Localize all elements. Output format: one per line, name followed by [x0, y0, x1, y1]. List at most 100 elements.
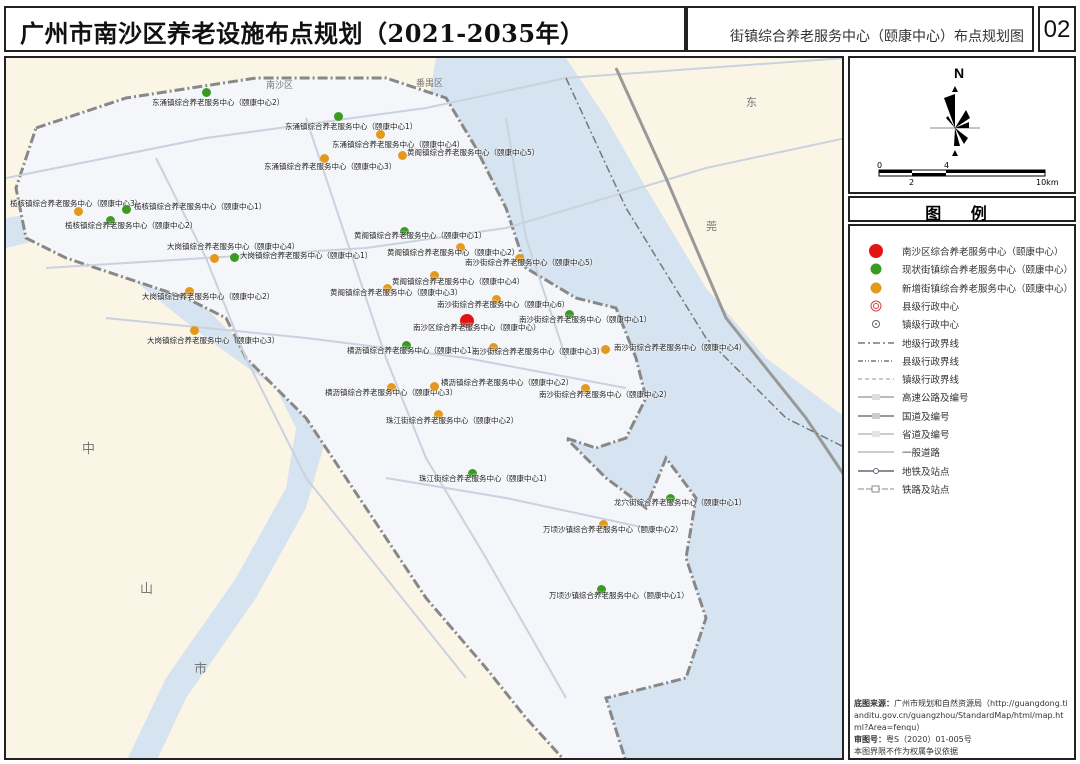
legend-label: 镇级行政界线 [902, 375, 960, 387]
legend-item: 铁路及站点 [850, 480, 1076, 498]
facility-label: 珠江街综合养老服务中心（颐康中心2） [386, 416, 519, 425]
place-name: 番禺区 [416, 79, 444, 89]
dash-dot-line-icon [858, 342, 894, 343]
existing-center-marker[interactable] [665, 493, 675, 503]
scale-bar: 0 4 2 10km [877, 161, 1059, 187]
facility-label: 横沥镇综合养老服务中心（颐康中心1） [347, 346, 480, 355]
facility-label: 南沙街综合养老服务中心（颐康中心2） [539, 390, 672, 399]
legend-title-panel: 图 例 [848, 196, 1076, 223]
legend-item: 国道及编号 [850, 407, 1076, 425]
new-center-marker[interactable] [184, 286, 194, 296]
new-center-marker[interactable] [386, 382, 396, 392]
legend-item: 现状街镇综合养老服务中心（颐康中心） [850, 260, 1076, 278]
facility-label: 大岗镇综合养老服务中心（颐康中心3） [147, 336, 280, 345]
facility-label: 东涌镇综合养老服务中心（颐康中心1） [285, 122, 418, 131]
facility-label: 榄核镇综合养老服务中心（颐康中心2） [65, 221, 198, 230]
map-canvas[interactable]: 东涌镇综合养老服务中心（颐康中心2） 东涌镇综合养老服务中心（颐康中心1） 东涌镇综… [4, 56, 844, 760]
facility-label: 南沙区综合养老服务中心（颐康中心） [413, 323, 541, 332]
existing-center-marker[interactable] [201, 87, 211, 97]
new-center-marker[interactable] [433, 409, 443, 419]
legend-item: 一般道路 [850, 443, 1076, 461]
scale-tick-2: 2 [909, 178, 914, 187]
facility-label: 黄阁镇综合养老服务中心（颐康中心3） [330, 288, 463, 297]
north-label: N [954, 65, 964, 81]
new-center-marker[interactable] [580, 383, 590, 393]
provincial-road-line-icon [858, 431, 894, 437]
facility-label: 万顷沙镇综合养老服务中心（颐康中心2） [543, 525, 683, 534]
dash-dot-dot-line-icon [858, 360, 894, 362]
new-center-marker[interactable] [382, 283, 392, 293]
map-base [6, 58, 842, 758]
existing-center-marker[interactable] [596, 584, 606, 594]
legend-label: 一般道路 [902, 448, 941, 460]
new-center-marker[interactable] [189, 325, 199, 335]
facility-label: 龙穴街综合养老服务中心（颐康中心1） [614, 498, 747, 507]
legend-label: 高速公路及编号 [902, 393, 969, 405]
map-title: 广州市南沙区养老设施布点规划（2021-2035年） [20, 19, 585, 48]
facility-label: 南沙街综合养老服务中心（颐康中心5） [465, 258, 598, 267]
new-center-marker[interactable] [598, 519, 608, 529]
facility-label: 南沙街综合养老服务中心（颐康中心3） [472, 347, 605, 356]
new-center-marker[interactable] [73, 206, 83, 216]
legend-item: 省道及编号 [850, 425, 1076, 443]
legend-item: 新增街镇综合养老服务中心（颐康中心） [850, 279, 1076, 297]
map-subtitle: 街镇综合养老服务中心（颐康中心）布点规划图 [730, 29, 1024, 45]
existing-center-marker[interactable] [333, 111, 343, 121]
existing-center-marker[interactable] [467, 468, 477, 478]
legend-label: 新增街镇综合养老服务中心（颐康中心） [902, 283, 1074, 295]
new-center-marker[interactable] [455, 242, 465, 252]
place-name: 莞 [706, 220, 717, 233]
legend-label: 省道及编号 [902, 430, 950, 441]
new-center-marker[interactable] [600, 344, 610, 354]
nansha-district-area [14, 76, 708, 758]
legend-label: 国道及编号 [902, 411, 950, 423]
facility-label: 大岗镇综合养老服务中心（颐康中心1） [240, 251, 373, 260]
existing-center-marker[interactable] [229, 252, 239, 262]
legend-label: 现状街镇综合养老服务中心（颐康中心） [902, 265, 1074, 277]
dongguan-boundary [565, 77, 842, 447]
place-name: 南沙区 [266, 81, 294, 91]
place-name: 中 [82, 442, 96, 457]
facility-label: 大岗镇综合养老服务中心（颐康中心2） [142, 292, 275, 301]
new-center-marker[interactable] [491, 294, 501, 304]
facility-label: 榄核镇综合养老服务中心（颐康中心1） [134, 202, 267, 211]
new-center-marker[interactable] [319, 153, 329, 163]
new-center-marker[interactable] [429, 270, 439, 280]
north-arrow-icon: N [930, 65, 980, 156]
facility-label: 黄阁镇综合养老服务中心（颐康中心4） [392, 277, 525, 286]
scale-tick-4: 4 [944, 161, 949, 170]
new-center-marker[interactable] [514, 253, 524, 263]
legend-label: 南沙区综合养老服务中心（颐康中心） [902, 247, 1064, 258]
district-center-marker[interactable] [460, 314, 474, 328]
existing-center-marker[interactable] [399, 226, 409, 236]
place-name: 东 [746, 96, 757, 109]
existing-center-marker[interactable] [105, 215, 115, 225]
railway-line [614, 67, 842, 475]
road-line-icon [858, 451, 894, 454]
legend-item: 镇级行政界线 [850, 370, 1076, 388]
facility-label: 东涌镇综合养老服务中心（颐康中心2） [152, 98, 285, 107]
new-center-marker[interactable] [375, 129, 385, 139]
expressway-line-icon [858, 394, 894, 401]
new-center-marker[interactable] [488, 342, 498, 352]
existing-center-marker[interactable] [121, 204, 131, 214]
railway-line-icon [858, 485, 894, 493]
new-center-marker[interactable] [397, 150, 407, 160]
new-center-marker[interactable] [429, 381, 439, 391]
facility-label: 黄阁镇综合养老服务中心（颐康中心2） [387, 248, 520, 257]
existing-center-marker[interactable] [401, 340, 411, 350]
disclaimer: 本图界限不作为权属争议依据 [854, 747, 958, 756]
legend-title: 图 例 [925, 204, 999, 223]
facility-label: 东涌镇综合养老服务中心（颐康中心3） [264, 162, 397, 171]
legend-label: 地铁及站点 [902, 466, 950, 478]
compass-scale-panel: N 0 4 2 10km [848, 56, 1076, 194]
legend-label: 镇级行政中心 [902, 320, 960, 332]
existing-center-marker[interactable] [564, 309, 574, 319]
approval-label: 审图号： [854, 735, 886, 744]
legend-item: 地铁及站点 [850, 462, 1076, 480]
facility-label: 大岗镇综合养老服务中心（颐康中心4） [167, 242, 300, 251]
legend-item: 高速公路及编号 [850, 388, 1076, 406]
new-center-marker[interactable] [209, 253, 219, 263]
facility-label: 黄阁镇综合养老服务中心（颐康中心1） [354, 231, 487, 240]
facility-label: 东涌镇综合养老服务中心（颐康中心4） [332, 140, 465, 149]
